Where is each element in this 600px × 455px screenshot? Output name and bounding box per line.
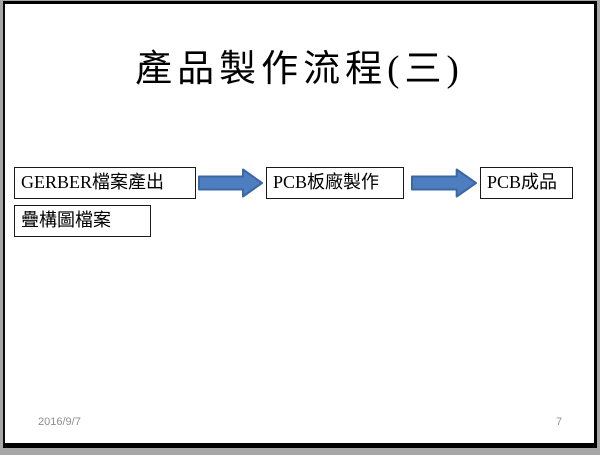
arrow-shape bbox=[411, 168, 477, 198]
flow-box-pcb-finished: PCB成品 bbox=[480, 167, 573, 199]
flow-arrow-right-icon bbox=[198, 167, 264, 199]
flow-box-gerber-output: GERBER檔案產出 bbox=[14, 167, 196, 199]
slide-canvas: 產品製作流程(三) GERBER檔案產出 疊構圖檔案 PCB板廠製作 PCB成品… bbox=[3, 1, 597, 448]
flow-arrow-right-icon bbox=[411, 167, 478, 199]
footer-date: 2016/9/7 bbox=[38, 416, 81, 428]
flow-box-pcb-fab: PCB板廠製作 bbox=[266, 167, 404, 199]
slide-title: 產品製作流程(三) bbox=[135, 49, 464, 90]
flow-box-stackup-file: 疊構圖檔案 bbox=[14, 205, 151, 237]
page-number: 7 bbox=[555, 416, 563, 428]
arrow-shape bbox=[198, 168, 263, 198]
